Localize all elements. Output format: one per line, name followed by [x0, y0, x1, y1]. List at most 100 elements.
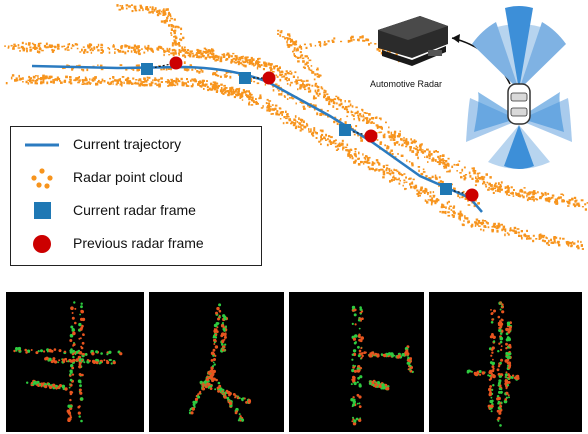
scan-point — [350, 383, 353, 386]
scan-point — [353, 419, 357, 423]
scan-point — [74, 353, 77, 356]
scan-point — [498, 390, 501, 394]
scan-point — [354, 334, 358, 338]
scan-point — [24, 348, 28, 352]
scan-point — [405, 349, 409, 352]
scan-point — [78, 365, 82, 369]
scan-point — [351, 358, 354, 361]
scan-point — [505, 327, 509, 332]
scan-point — [213, 363, 216, 366]
scan-point — [71, 312, 74, 314]
scan-point — [505, 342, 508, 346]
scan-point — [492, 384, 495, 387]
legend: Current trajectory Radar point cloud Cur… — [10, 126, 262, 266]
scan-point — [81, 359, 84, 362]
scan-point — [498, 342, 501, 345]
scan-point — [479, 373, 482, 376]
scan-point — [217, 317, 220, 321]
scan-point — [222, 314, 226, 318]
scan-point — [88, 359, 91, 363]
scan-point — [79, 391, 83, 395]
scan-point — [199, 380, 203, 384]
scan-point — [500, 358, 504, 362]
scan-point — [358, 402, 361, 405]
scan-point — [213, 341, 216, 344]
scan-point — [358, 383, 362, 387]
scan-point — [351, 368, 355, 373]
scan-point — [56, 386, 59, 389]
scan-point — [213, 358, 216, 361]
scan-point — [360, 310, 364, 313]
scan-point — [57, 361, 59, 364]
legend-item-point-cloud: Radar point cloud — [11, 166, 261, 190]
scan-point — [358, 338, 361, 342]
scan-point — [372, 383, 375, 387]
scan-point — [506, 384, 510, 387]
scan-point — [489, 391, 492, 394]
scan-point — [74, 321, 77, 325]
scan-point — [72, 355, 75, 359]
scan-point — [385, 387, 388, 391]
scan-point — [351, 322, 354, 325]
scan-point — [359, 317, 362, 321]
scan-point — [353, 381, 357, 386]
scan-point — [225, 325, 227, 328]
scan-point — [357, 354, 361, 358]
scan-point — [387, 352, 392, 356]
arrow-head — [452, 34, 460, 43]
radar-frames — [141, 56, 479, 202]
scan-point — [80, 346, 84, 350]
scan-point — [204, 385, 208, 389]
scan-point — [241, 398, 244, 402]
scan-point — [214, 388, 217, 391]
scan-point — [218, 384, 222, 388]
scan-point — [208, 372, 211, 375]
scan-point — [356, 402, 359, 405]
scan-point — [59, 384, 62, 387]
scan-point — [490, 348, 494, 351]
scan-point — [77, 379, 82, 383]
scan-point — [37, 350, 40, 353]
scan-point — [192, 400, 196, 404]
scan-point — [505, 371, 508, 374]
scan-point — [35, 351, 39, 355]
scan-point — [351, 353, 354, 356]
scan-point — [70, 325, 74, 329]
scan-point — [358, 405, 362, 408]
scan-point — [58, 349, 62, 353]
point-cloud-icon — [31, 168, 53, 189]
scan-point — [359, 367, 363, 370]
scan-point — [490, 410, 493, 413]
scan-point — [508, 374, 511, 378]
scan-point — [191, 407, 195, 411]
scan-point — [508, 352, 512, 356]
scan-point — [222, 347, 225, 350]
scan-point — [214, 324, 218, 328]
scan-point — [466, 369, 470, 373]
scan-point — [401, 353, 405, 357]
scan-point — [239, 415, 242, 418]
scan-point — [48, 357, 52, 362]
scan-point — [357, 376, 360, 380]
scan-point — [45, 356, 49, 360]
radar-odometry-illustration — [4, 4, 588, 250]
scan-point — [213, 343, 216, 345]
scan-point — [77, 349, 80, 352]
scan-point — [93, 360, 97, 364]
scan-point — [498, 326, 502, 330]
scan-point — [224, 343, 227, 346]
scan-point — [64, 387, 68, 391]
automotive-radar-label: Automotive Radar — [370, 79, 443, 89]
scan-point — [381, 386, 385, 390]
scan-point — [67, 404, 71, 408]
scan-point — [207, 382, 211, 387]
scan-point — [492, 340, 495, 343]
scan-point — [218, 303, 222, 307]
scan-point — [232, 393, 236, 396]
scan-point — [352, 378, 356, 382]
scan-point — [470, 370, 473, 373]
scan-point — [69, 350, 73, 354]
scan-point — [505, 359, 509, 362]
scan-point — [508, 356, 511, 359]
scan-point — [373, 354, 375, 356]
